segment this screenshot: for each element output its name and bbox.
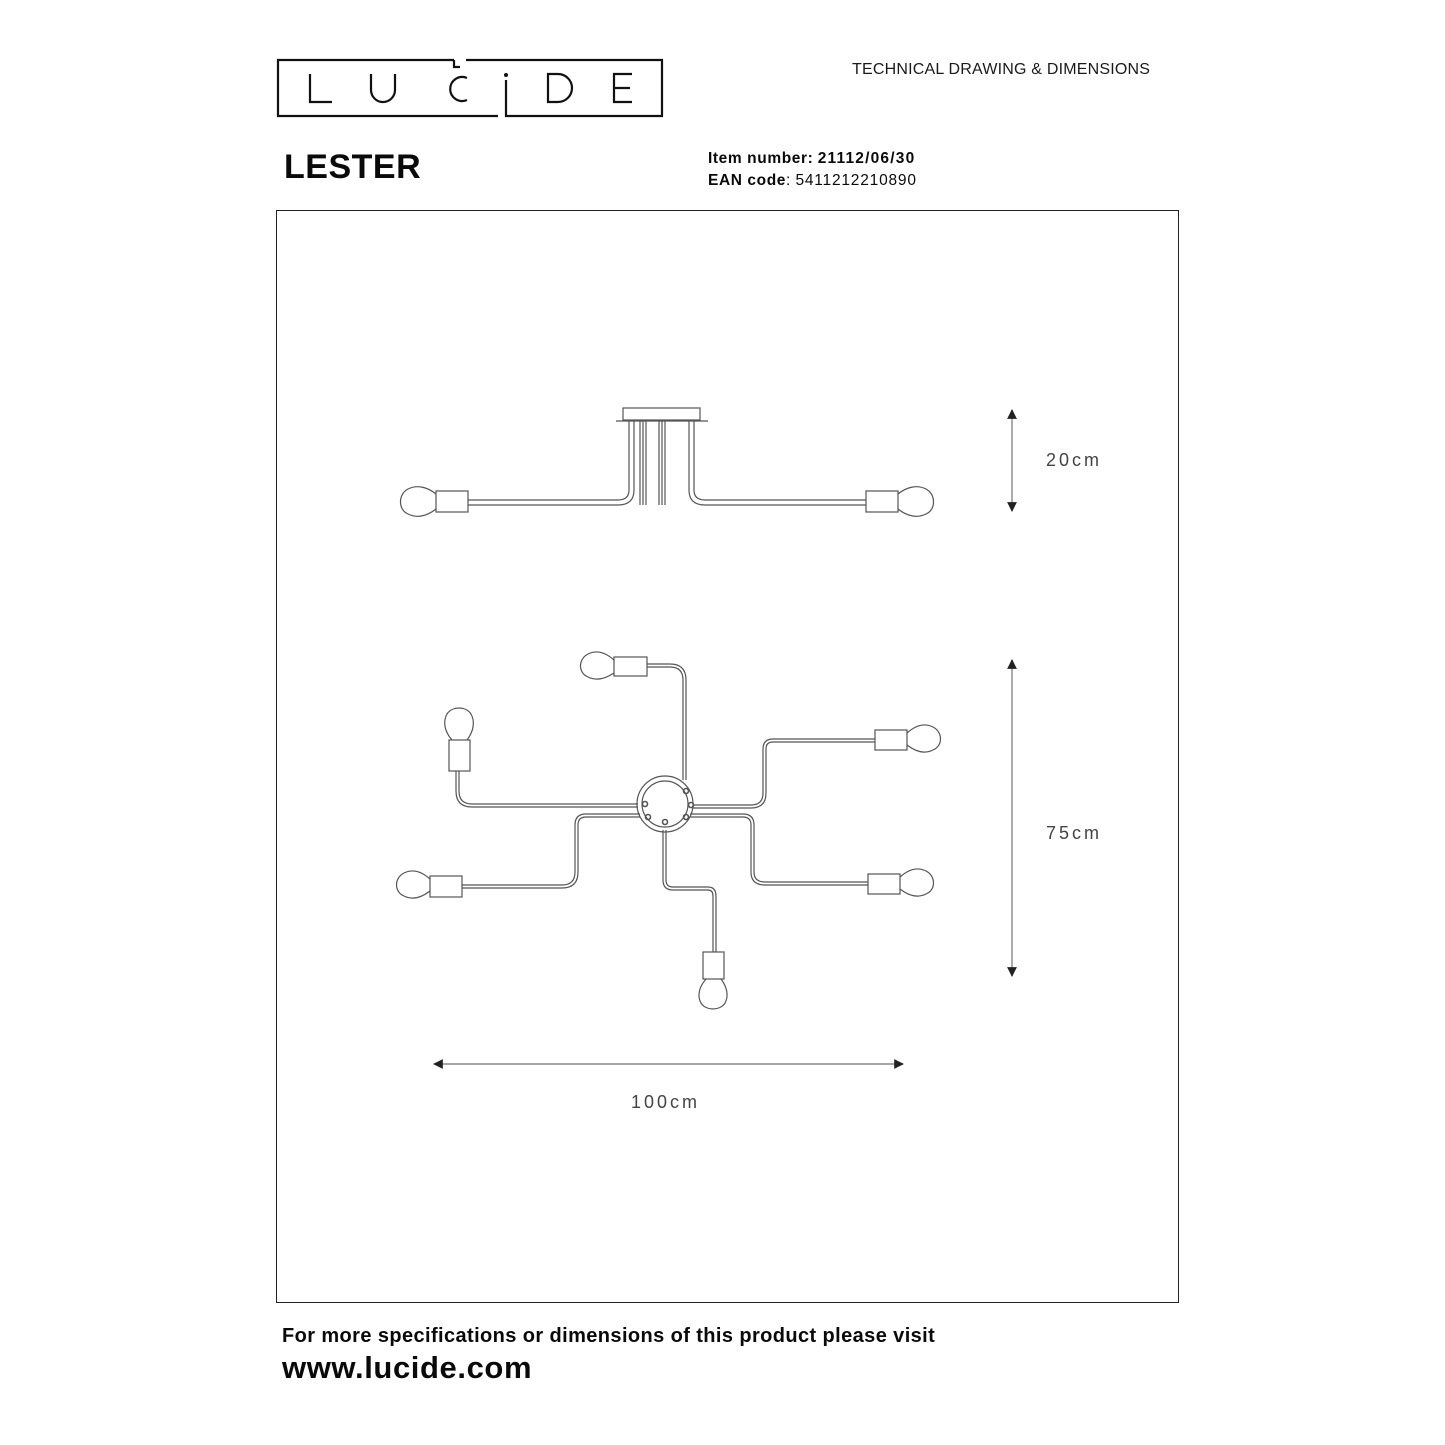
- ean-separator: :: [786, 172, 792, 189]
- ean-value: 5411212210890: [795, 172, 917, 189]
- product-name: LESTER: [284, 148, 422, 186]
- dimension-label-width: 100cm: [631, 1092, 701, 1112]
- item-number-row: Item number: 21112/06/30: [708, 148, 917, 170]
- document-type-label: TECHNICAL DRAWING & DIMENSIONS: [852, 61, 1151, 78]
- drawing-frame: [276, 210, 1179, 1303]
- item-number-value: 21112/06/30: [817, 150, 916, 167]
- item-info: Item number: 21112/06/30 EAN code: 54112…: [708, 148, 917, 192]
- ean-label: EAN code: [708, 172, 787, 189]
- item-number-label: Item number:: [708, 150, 814, 167]
- footer-note: For more specifications or dimensions of…: [282, 1325, 936, 1347]
- brand-logo: [274, 56, 666, 120]
- lucide-logo-icon: [276, 58, 664, 118]
- dimension-label-height: 20cm: [1046, 450, 1103, 470]
- ean-row: EAN code: 5411212210890: [708, 170, 917, 192]
- website-link[interactable]: www.lucide.com: [282, 1350, 533, 1385]
- dimension-label-depth: 75cm: [1046, 823, 1103, 843]
